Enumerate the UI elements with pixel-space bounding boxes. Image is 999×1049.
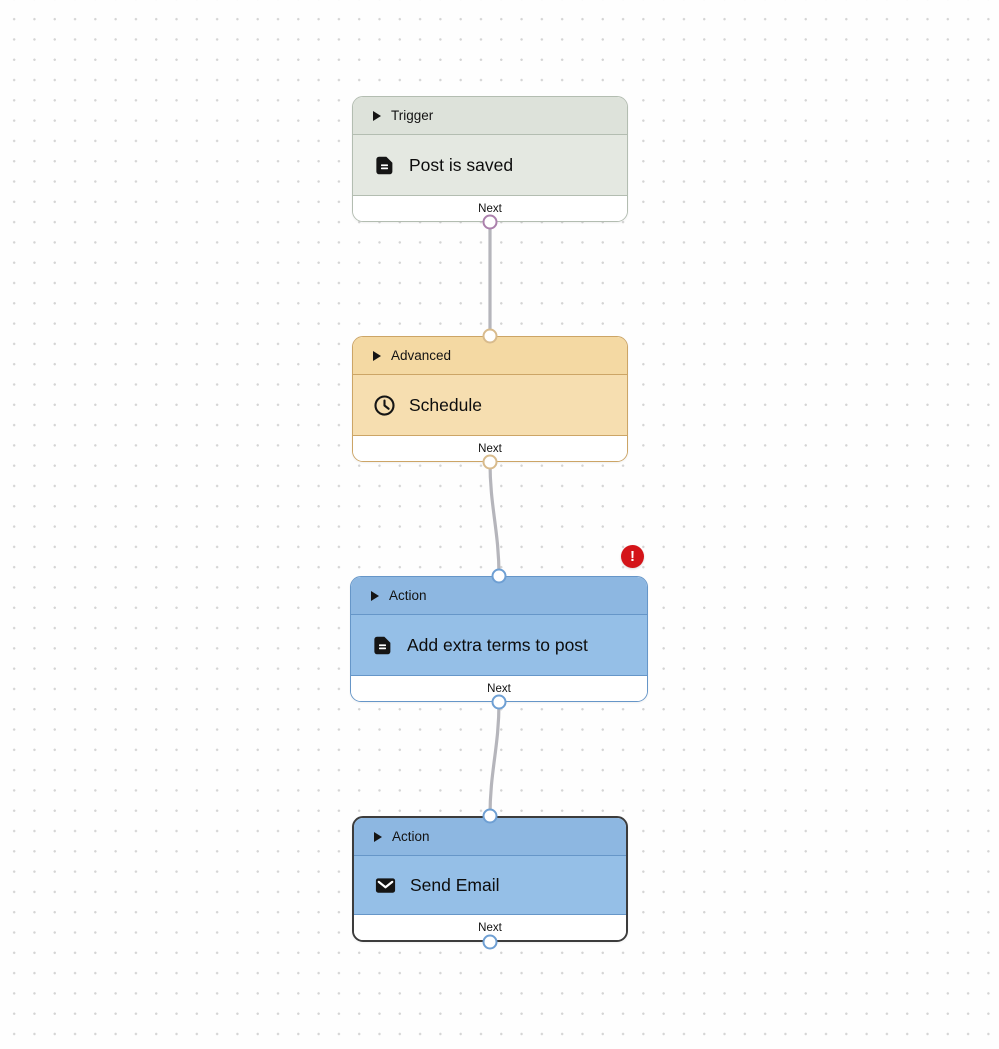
document-icon (371, 634, 394, 657)
node-category-label: Action (389, 588, 427, 603)
next-output-label: Next (478, 921, 502, 934)
mail-icon (374, 874, 397, 897)
node-add-extra-terms-to-post[interactable]: Action Add extra terms to post Next ! (350, 545, 648, 710)
node-schedule[interactable]: Advanced Schedule Next (352, 328, 628, 470)
node-box: Action Send Email Next (352, 816, 628, 942)
node-category-label: Advanced (391, 348, 452, 363)
node-body[interactable]: Add extra terms to post (351, 615, 647, 675)
collapse-icon[interactable] (373, 110, 381, 121)
connection-edge[interactable] (488, 701, 501, 817)
document-icon (373, 154, 396, 177)
node-title: Post is saved (409, 154, 514, 175)
clock-icon (373, 394, 396, 417)
output-port[interactable] (482, 454, 498, 470)
next-output-label: Next (487, 682, 511, 695)
node-footer: Next (354, 914, 626, 940)
collapse-icon[interactable] (371, 590, 379, 601)
output-port[interactable] (482, 214, 498, 230)
next-output-label: Next (478, 202, 502, 215)
collapse-icon[interactable] (374, 831, 382, 842)
collapse-icon[interactable] (373, 350, 381, 361)
node-category-label: Action (392, 829, 430, 844)
input-port[interactable] (491, 568, 507, 584)
node-body[interactable]: Schedule (353, 375, 627, 435)
node-post-is-saved[interactable]: Trigger Post is saved Next (352, 96, 628, 230)
connection-edge[interactable] (488, 461, 501, 577)
node-header[interactable]: Action (354, 818, 626, 856)
output-port[interactable] (491, 694, 507, 710)
node-title: Send Email (410, 874, 500, 895)
node-box: Action Add extra terms to post Next (350, 576, 648, 702)
node-body[interactable]: Post is saved (353, 135, 627, 195)
node-category-label: Trigger (391, 108, 434, 123)
node-box: Advanced Schedule Next (352, 336, 628, 462)
node-header[interactable]: Trigger (353, 97, 627, 135)
node-body[interactable]: Send Email (354, 856, 626, 914)
error-badge[interactable]: ! (621, 545, 644, 568)
node-title: Schedule (409, 394, 482, 415)
output-port[interactable] (482, 934, 498, 950)
node-title: Add extra terms to post (407, 634, 588, 655)
next-output-label: Next (478, 442, 502, 455)
input-port[interactable] (482, 808, 498, 824)
node-box: Trigger Post is saved Next (352, 96, 628, 222)
input-port[interactable] (482, 328, 498, 344)
node-footer: Next (353, 195, 627, 221)
node-send-email[interactable]: Action Send Email Next (352, 808, 628, 950)
